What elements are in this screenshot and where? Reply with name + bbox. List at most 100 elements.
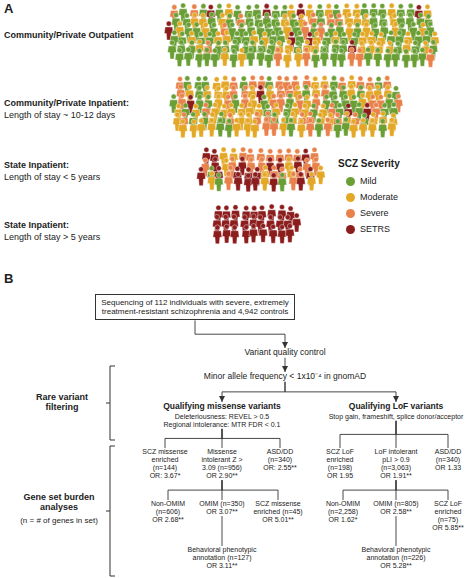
person-head bbox=[340, 77, 345, 82]
flow-connector bbox=[222, 480, 278, 500]
person-head bbox=[224, 86, 229, 91]
person-head bbox=[238, 112, 243, 117]
person-head bbox=[203, 22, 208, 27]
person-head bbox=[416, 5, 421, 10]
person-body bbox=[195, 54, 204, 67]
person-head bbox=[216, 86, 221, 91]
person-head bbox=[187, 84, 192, 89]
node-text: ASD/DD (n=340) bbox=[424, 448, 472, 464]
person-head bbox=[287, 93, 292, 98]
person-head bbox=[239, 48, 244, 53]
person-head bbox=[262, 172, 267, 177]
person-head bbox=[214, 214, 219, 219]
flow-step: Qualifying missense variantsDeleteriousn… bbox=[152, 402, 292, 429]
person-head bbox=[180, 119, 185, 124]
person-head bbox=[321, 104, 326, 109]
legend-swatch bbox=[346, 209, 355, 218]
person-body bbox=[246, 53, 255, 66]
person-head bbox=[304, 75, 309, 80]
person-head bbox=[254, 111, 259, 116]
person-head bbox=[334, 4, 339, 9]
person-head bbox=[398, 4, 403, 9]
person-head bbox=[395, 41, 400, 46]
annotation-label: (n = # of genes in set) bbox=[10, 516, 108, 525]
person-head bbox=[295, 41, 300, 46]
person-head bbox=[373, 23, 378, 28]
person-head bbox=[367, 86, 372, 91]
person-head bbox=[404, 49, 409, 54]
person-head bbox=[216, 172, 221, 177]
person-head bbox=[357, 102, 362, 107]
person-head bbox=[285, 215, 290, 220]
person-head bbox=[318, 13, 323, 18]
person-head bbox=[240, 156, 245, 161]
person-head bbox=[408, 3, 413, 8]
person-icon bbox=[232, 118, 241, 137]
flow-connector bbox=[343, 480, 396, 500]
person-head bbox=[371, 3, 376, 8]
person-head bbox=[192, 4, 197, 9]
person-head bbox=[307, 32, 312, 37]
person-head bbox=[226, 171, 231, 176]
node-text: OR 5.01** bbox=[252, 516, 304, 524]
person-head bbox=[243, 31, 248, 36]
node-text: OR 1.33 bbox=[424, 464, 472, 472]
person-head bbox=[246, 5, 251, 10]
person-body bbox=[307, 178, 316, 191]
person-icon bbox=[314, 118, 323, 137]
person-head bbox=[203, 76, 208, 81]
person-head bbox=[279, 204, 284, 209]
person-head bbox=[335, 119, 340, 124]
person-head bbox=[246, 173, 251, 178]
person-head bbox=[206, 94, 211, 99]
person-head bbox=[236, 172, 241, 177]
person-head bbox=[350, 40, 355, 45]
person-head bbox=[181, 3, 186, 8]
person-head bbox=[191, 119, 196, 124]
person-head bbox=[253, 172, 258, 177]
person-head bbox=[352, 32, 357, 37]
person-body bbox=[250, 125, 259, 138]
person-head bbox=[374, 102, 379, 107]
node-text: SCZ missense enriched (n=45) bbox=[252, 500, 304, 516]
person-head bbox=[380, 119, 385, 124]
person-body bbox=[234, 178, 243, 191]
gene-set-node: OMIM (n=350)OR 3.07** bbox=[196, 500, 248, 516]
person-head bbox=[333, 31, 338, 36]
person-head bbox=[312, 23, 317, 28]
person-icon bbox=[197, 167, 206, 186]
person-head bbox=[191, 112, 196, 117]
person-head bbox=[357, 48, 362, 53]
person-head bbox=[318, 165, 323, 170]
node-text: Missense intolerant Z > 3.09 (n=956) bbox=[196, 448, 248, 472]
person-icon bbox=[402, 49, 411, 68]
flow-connector bbox=[222, 429, 280, 448]
person-head bbox=[324, 94, 329, 99]
gene-set-node: OMIM (n=805)OR 2.58** bbox=[371, 500, 421, 516]
person-icon bbox=[269, 173, 278, 192]
person-body bbox=[285, 229, 294, 242]
person-body bbox=[230, 231, 239, 244]
person-head bbox=[291, 13, 296, 18]
person-icon bbox=[259, 223, 268, 242]
node-text: Regional intolerance: MTR FDR < 0.1 bbox=[152, 421, 292, 429]
node-text: Qualifying missense variants bbox=[152, 402, 292, 412]
person-head bbox=[358, 85, 363, 90]
person-head bbox=[174, 13, 179, 18]
person-head bbox=[248, 47, 253, 52]
person-head bbox=[391, 102, 396, 107]
person-head bbox=[387, 41, 392, 46]
gene-set-node: Behavioral phenotypic annotation (n=127)… bbox=[182, 546, 262, 570]
person-head bbox=[281, 117, 286, 122]
person-head bbox=[370, 118, 375, 123]
person-head bbox=[285, 49, 290, 54]
node-text: OMIM (n=805) bbox=[371, 500, 421, 508]
person-head bbox=[286, 157, 291, 162]
person-head bbox=[188, 95, 193, 100]
person-head bbox=[223, 214, 228, 219]
node-text: OR 3.07** bbox=[196, 508, 248, 516]
person-head bbox=[259, 75, 264, 80]
person-head bbox=[360, 93, 365, 98]
person-head bbox=[389, 117, 394, 122]
person-head bbox=[297, 94, 302, 99]
